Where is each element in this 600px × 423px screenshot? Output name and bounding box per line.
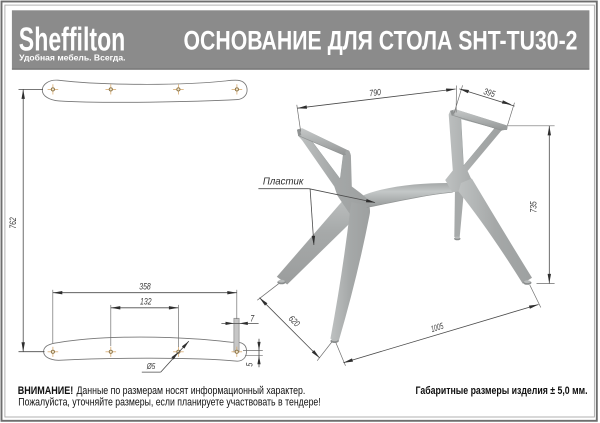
svg-text:Ø5: Ø5 xyxy=(146,361,155,371)
svg-text:5: 5 xyxy=(245,362,255,367)
svg-text:762: 762 xyxy=(8,217,18,229)
svg-text:395: 395 xyxy=(482,86,497,99)
svg-text:358: 358 xyxy=(139,281,151,291)
svg-text:Sheffilton: Sheffilton xyxy=(19,20,125,57)
svg-text:735: 735 xyxy=(528,201,538,213)
svg-text:790: 790 xyxy=(369,87,382,98)
svg-text:7: 7 xyxy=(250,313,255,323)
svg-text:Габаритные размеры изделия ± 5: Габаритные размеры изделия ± 5,0 мм. xyxy=(416,385,588,397)
svg-text:Пластик: Пластик xyxy=(263,175,304,187)
svg-text:ОСНОВАНИЕ ДЛЯ СТОЛА SHT-TU30-2: ОСНОВАНИЕ ДЛЯ СТОЛА SHT-TU30-2 xyxy=(184,25,578,55)
svg-text:Пожалуйста, уточняйте размеры,: Пожалуйста, уточняйте размеры, если план… xyxy=(18,397,320,409)
svg-text:ВНИМАНИЕ!: ВНИМАНИЕ! xyxy=(18,385,74,397)
svg-text:132: 132 xyxy=(140,297,152,307)
svg-text:Удобная мебель. Всегда.: Удобная мебель. Всегда. xyxy=(19,52,125,62)
svg-text:1005: 1005 xyxy=(430,321,445,334)
svg-text:Данные по размерам носят инфор: Данные по размерам носят информационный … xyxy=(77,385,306,397)
